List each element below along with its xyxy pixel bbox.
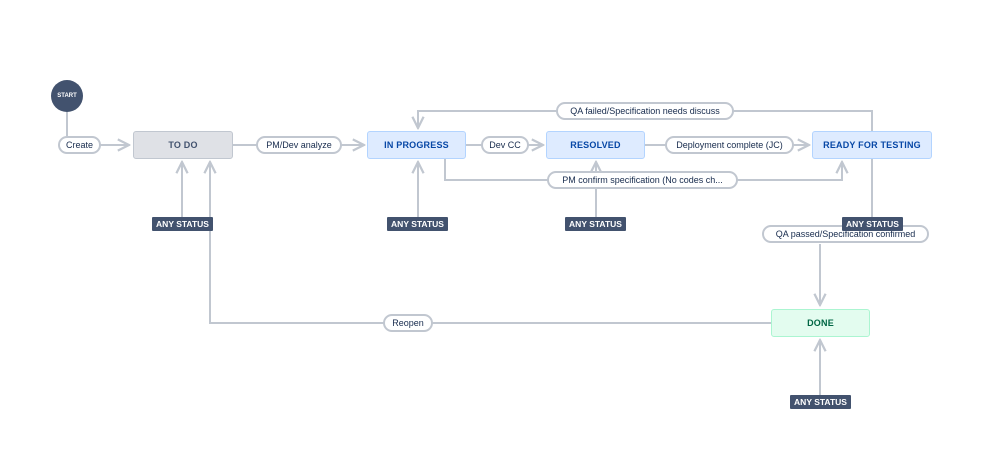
- transition-create[interactable]: Create: [58, 136, 101, 154]
- transition-qa-failed[interactable]: QA failed/Specification needs discuss: [556, 102, 734, 120]
- transition-pm-dev-analyze[interactable]: PM/Dev analyze: [256, 136, 342, 154]
- any-status-badge-resolved[interactable]: ANY STATUS: [565, 217, 626, 231]
- line-qa-failed: [418, 110, 873, 131]
- transition-reopen[interactable]: Reopen: [383, 314, 433, 332]
- transition-pm-confirm-specification[interactable]: PM confirm specification (No codes ch...: [547, 171, 738, 189]
- transition-deployment-complete[interactable]: Deployment complete (JC): [665, 136, 794, 154]
- line-reopen: [210, 162, 771, 324]
- status-resolved[interactable]: RESOLVED: [546, 131, 645, 159]
- status-todo[interactable]: TO DO: [133, 131, 233, 159]
- status-in-progress[interactable]: IN PROGRESS: [367, 131, 466, 159]
- any-status-badge-ready-for-testing[interactable]: ANY STATUS: [842, 217, 903, 231]
- start-node: START: [51, 80, 83, 112]
- line-pm-confirm: [444, 159, 842, 181]
- any-status-badge-todo[interactable]: ANY STATUS: [152, 217, 213, 231]
- any-status-badge-done[interactable]: ANY STATUS: [790, 395, 851, 409]
- status-ready-for-testing[interactable]: READY FOR TESTING: [812, 131, 932, 159]
- status-done[interactable]: DONE: [771, 309, 870, 337]
- any-status-badge-in-progress[interactable]: ANY STATUS: [387, 217, 448, 231]
- transition-dev-cc[interactable]: Dev CC: [481, 136, 529, 154]
